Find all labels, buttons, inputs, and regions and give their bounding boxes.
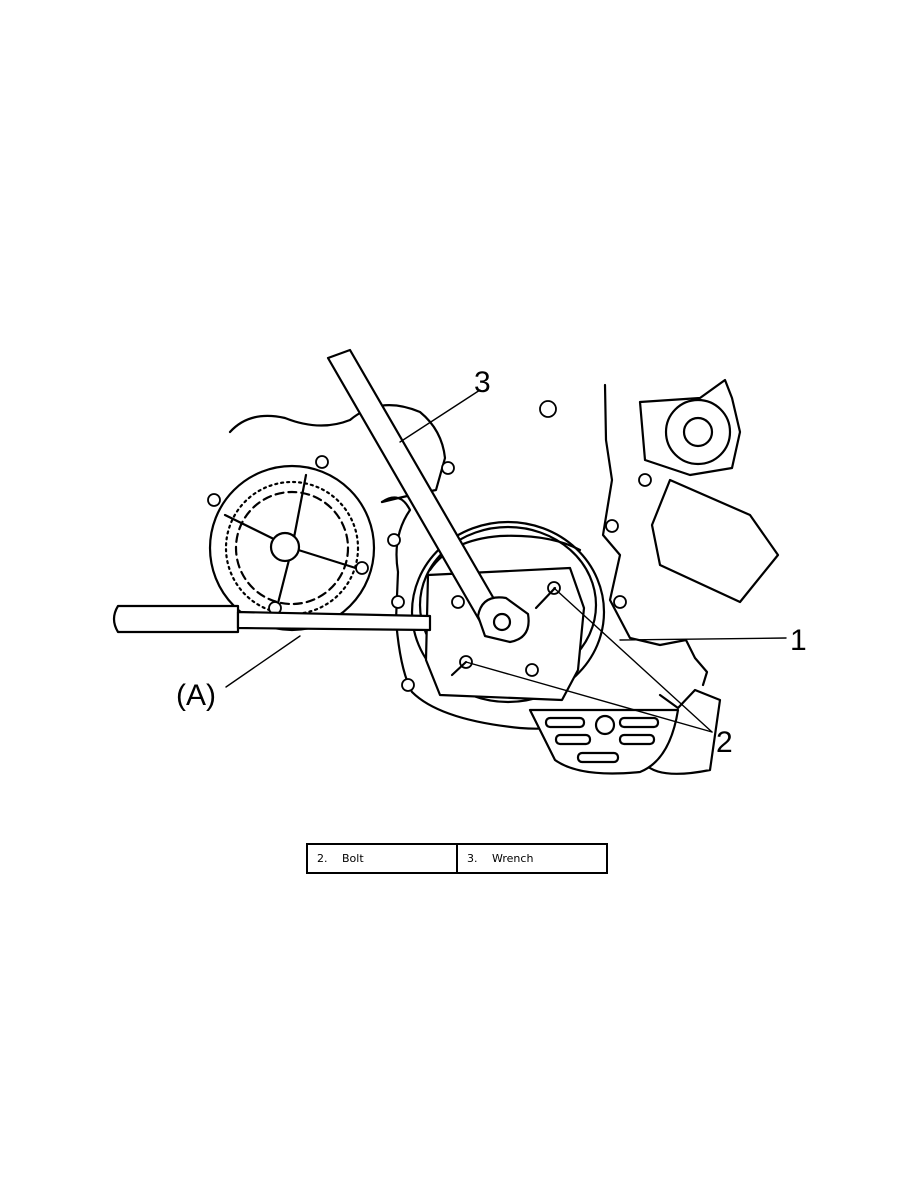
legend-number: 3. (467, 852, 478, 865)
wrench (326, 348, 530, 644)
water-pump-pulley (207, 455, 376, 632)
cover-hole (391, 595, 405, 609)
cover-hole (387, 533, 401, 547)
engine-right-edge (601, 383, 709, 687)
legend-label: Bolt (342, 852, 364, 865)
leader-1 (619, 637, 787, 641)
callout-1: 1 (790, 624, 807, 657)
cover-hole (539, 400, 557, 418)
cover-hole (613, 595, 627, 609)
leader-2b (465, 661, 713, 733)
leader-2a (553, 587, 713, 733)
cover-hole (441, 461, 455, 475)
legend-cell-bolt: 2. Bolt (308, 845, 456, 872)
torque-handle (112, 604, 432, 634)
callout-a: (A) (176, 679, 216, 712)
leader-3 (399, 389, 481, 443)
legend-number: 2. (317, 852, 328, 865)
cover-hole (605, 519, 619, 533)
engine-diagram: 3 1 2 (A) (100, 340, 820, 790)
legend-cell-wrench: 3. Wrench (456, 845, 606, 872)
parts-legend-table: 2. Bolt 3. Wrench (306, 843, 608, 874)
leader-A (225, 635, 301, 688)
oil-pump-plate (528, 708, 680, 775)
callout-2: 2 (716, 726, 733, 759)
cover-hole (401, 678, 415, 692)
cover-hole (638, 473, 652, 487)
legend-label: Wrench (492, 852, 534, 865)
tensioner-assembly (638, 378, 780, 604)
callout-3: 3 (474, 366, 491, 399)
